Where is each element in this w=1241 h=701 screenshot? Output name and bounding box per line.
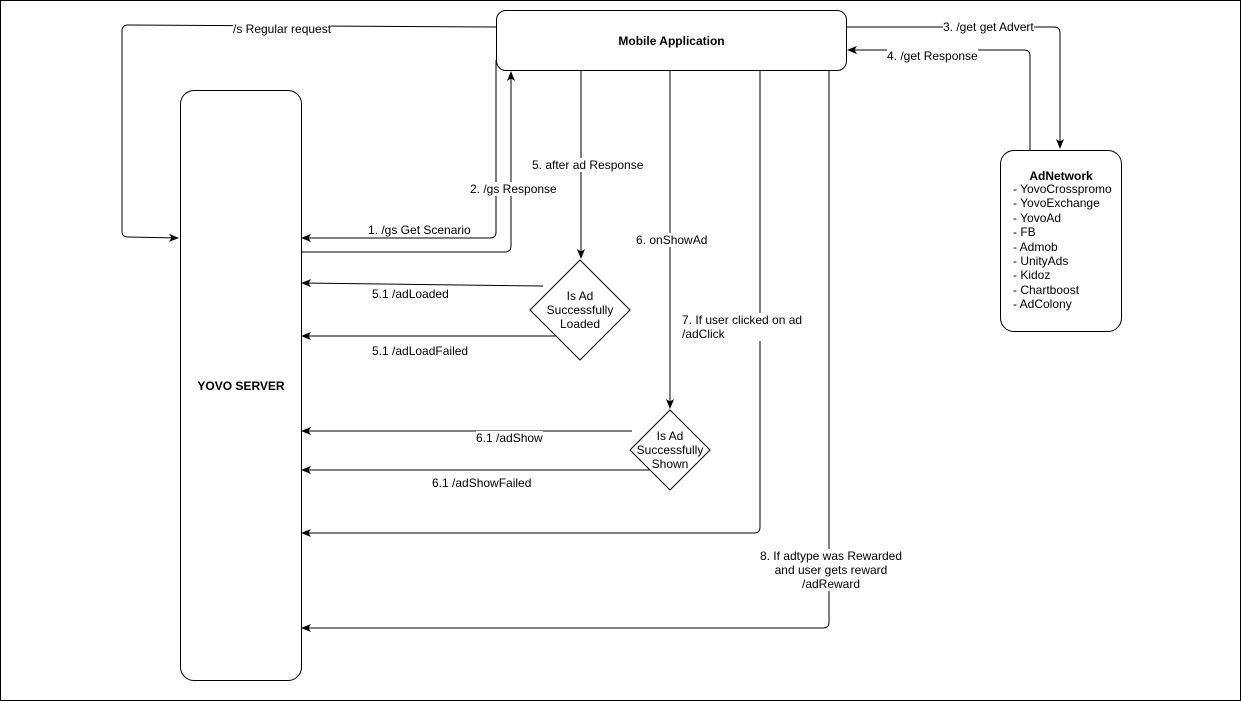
label-rewarded-line: and user gets reward xyxy=(774,563,888,577)
decision-loaded-line: Loaded xyxy=(559,317,601,331)
adnetwork-title: AdNetwork xyxy=(1029,169,1093,183)
label-rewarded-line: 8. If adtype was Rewarded xyxy=(759,549,903,563)
edge-ad-reward xyxy=(301,69,830,632)
decision-shown-shape xyxy=(629,409,711,491)
label-ad-show: 6.1 /adShow xyxy=(476,431,543,445)
decision-shown-line: Is Ad xyxy=(656,429,684,443)
label-regular-request: /s Regular request xyxy=(233,22,332,36)
mobile-application-node: Mobile Application xyxy=(496,10,847,71)
decision-loaded-line: Is Ad xyxy=(566,289,594,303)
mobile-application-label: Mobile Application xyxy=(618,33,725,48)
adnetwork-item: - AdColony xyxy=(1013,297,1072,312)
yovo-server-node: YOVO SERVER xyxy=(180,90,302,681)
edge-ad-loaded xyxy=(301,279,544,288)
adnetwork-item: - YovoCrosspromo xyxy=(1013,182,1112,196)
edge-gs-get-scenario xyxy=(301,60,497,242)
label-get-response: 4. /get Response xyxy=(887,49,978,63)
adnetwork-item: - Admob xyxy=(1013,239,1058,254)
adnetwork-item: - Kidoz xyxy=(1013,268,1051,283)
adnetwork-item: - FB xyxy=(1013,225,1036,240)
label-ad-show-failed: 6.1 /adShowFailed xyxy=(432,476,532,490)
label-on-show-ad: 6. onShowAd xyxy=(636,233,708,247)
decision-shown-text: Is Ad Successfully Shown xyxy=(630,429,710,471)
adnetwork-item: - Chartboost xyxy=(1013,282,1080,297)
decision-shown-line: Successfully xyxy=(636,443,704,457)
edge-get-advert xyxy=(845,26,1064,149)
label-user-clicked-line: /adClick xyxy=(682,327,725,341)
label-get-advert: 3. /get get Advert xyxy=(943,20,1034,34)
adnetwork-item: - YovoAd xyxy=(1013,210,1062,225)
label-after-ad-response: 5. after ad Response xyxy=(532,158,644,172)
adnetwork-item: - UnityAds xyxy=(1013,254,1069,269)
label-user-clicked: 7. If user clicked on ad /adClick xyxy=(682,313,803,341)
adnetwork-node: AdNetwork - YovoCrosspromo - YovoExchang… xyxy=(1000,150,1122,332)
label-rewarded-line: /adReward xyxy=(801,577,861,591)
label-ad-loaded: 5.1 /adLoaded xyxy=(372,287,449,301)
yovo-server-label: YOVO SERVER xyxy=(197,378,285,393)
edge-ad-click xyxy=(301,69,761,537)
edge-regular-request xyxy=(121,24,497,242)
decision-loaded-shape xyxy=(529,259,631,361)
decision-shown-line: Shown xyxy=(651,457,689,471)
decision-loaded-text: Is Ad Successfully Loaded xyxy=(530,289,630,331)
decision-loaded-line: Successfully xyxy=(546,303,614,317)
label-rewarded: 8. If adtype was Rewarded and user gets … xyxy=(756,549,906,591)
label-gs-response: 2. /gs Response xyxy=(470,182,557,196)
label-ad-load-failed: 5.1 /adLoadFailed xyxy=(372,344,469,358)
label-user-clicked-line: 7. If user clicked on ad xyxy=(682,313,803,327)
edge-get-response xyxy=(847,46,1031,150)
label-gs-get-scenario: 1. /gs Get Scenario xyxy=(368,223,471,237)
adnetwork-list: - YovoCrosspromo - YovoExchange - YovoAd… xyxy=(1013,182,1112,312)
adnetwork-item: - YovoExchange xyxy=(1013,196,1100,211)
edge-gs-response xyxy=(300,71,515,253)
